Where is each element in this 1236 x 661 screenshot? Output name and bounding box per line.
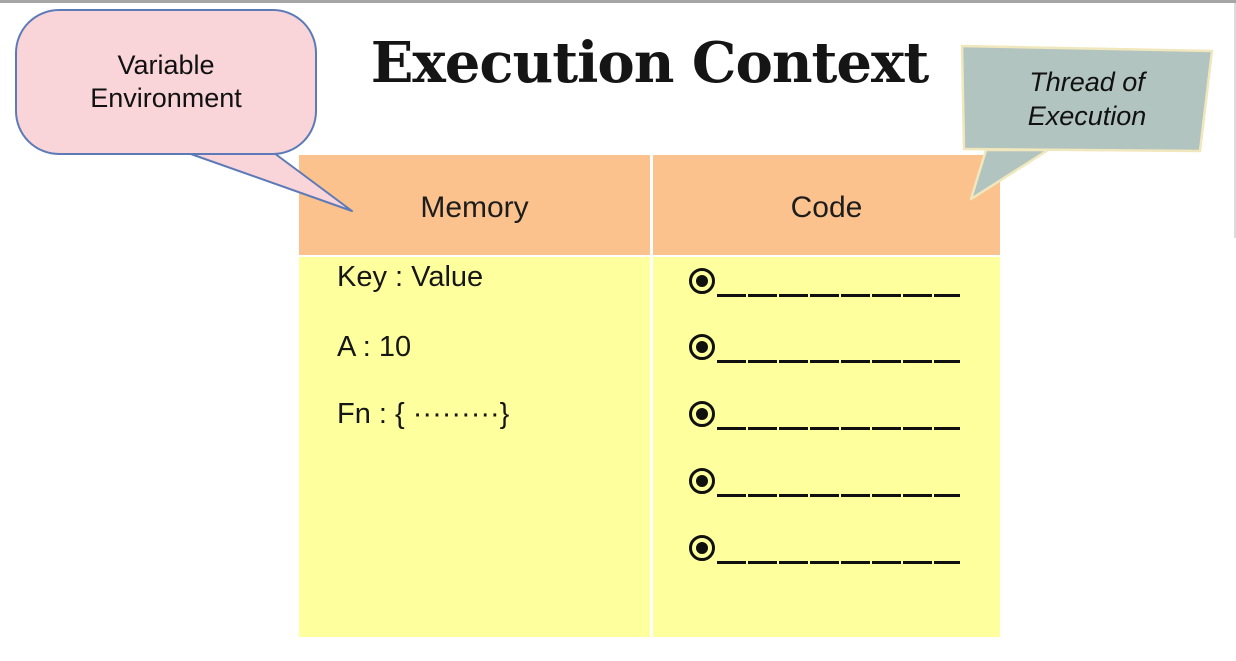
memory-entry-fn: Fn : { ·········} <box>337 398 510 430</box>
memory-entry-key-value: Key : Value <box>337 261 484 293</box>
radio-bullet-icon <box>689 468 715 494</box>
memory-entry-a-10: A : 10 <box>337 331 412 363</box>
radio-bullet-icon <box>689 401 715 427</box>
callout-left-line1: Variable <box>117 50 215 80</box>
code-column <box>653 257 1000 637</box>
code-header-label: Code <box>790 191 863 224</box>
table-header-code: Code <box>653 155 1000 255</box>
memory-column: Key : Value A : 10 Fn : { ·········} <box>299 257 650 637</box>
code-line-item <box>689 535 969 565</box>
radio-bullet-icon <box>689 268 715 294</box>
callout-left-line2: Environment <box>90 83 242 113</box>
code-blank-line <box>717 561 960 564</box>
memory-header-label: Memory <box>420 191 529 224</box>
code-line-item <box>689 401 969 431</box>
code-blank-line <box>717 294 960 297</box>
callout-variable-environment: Variable Environment <box>15 9 317 155</box>
page-title: Execution Context <box>370 30 930 96</box>
window-top-border <box>0 0 1236 3</box>
callout-right-line2: Execution <box>1027 101 1147 131</box>
callout-thread-of-execution: Thread of Execution <box>962 49 1212 149</box>
code-line-item <box>689 334 969 364</box>
table-header-memory: Memory <box>299 155 650 255</box>
radio-bullet-icon <box>689 535 715 561</box>
code-blank-line <box>717 360 960 363</box>
radio-bullet-icon <box>689 334 715 360</box>
code-blank-line <box>717 427 960 430</box>
callout-right-line1: Thread of <box>1029 67 1145 97</box>
code-line-item <box>689 468 969 498</box>
window-right-border <box>1234 3 1236 238</box>
code-blank-line <box>717 494 960 497</box>
code-line-item <box>689 268 969 298</box>
